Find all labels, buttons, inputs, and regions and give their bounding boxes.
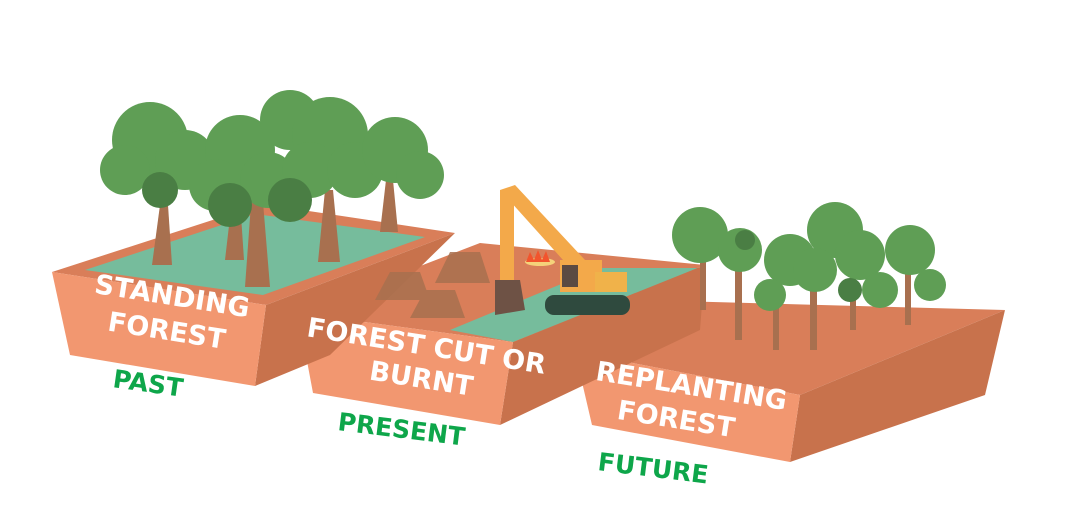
era-future: FUTURE (596, 447, 710, 489)
standing-forest-trees (100, 90, 444, 287)
tree-stumps (375, 252, 490, 318)
fire-icon (525, 250, 555, 266)
excavator (495, 185, 630, 315)
replanting-forest-trees (672, 202, 946, 350)
